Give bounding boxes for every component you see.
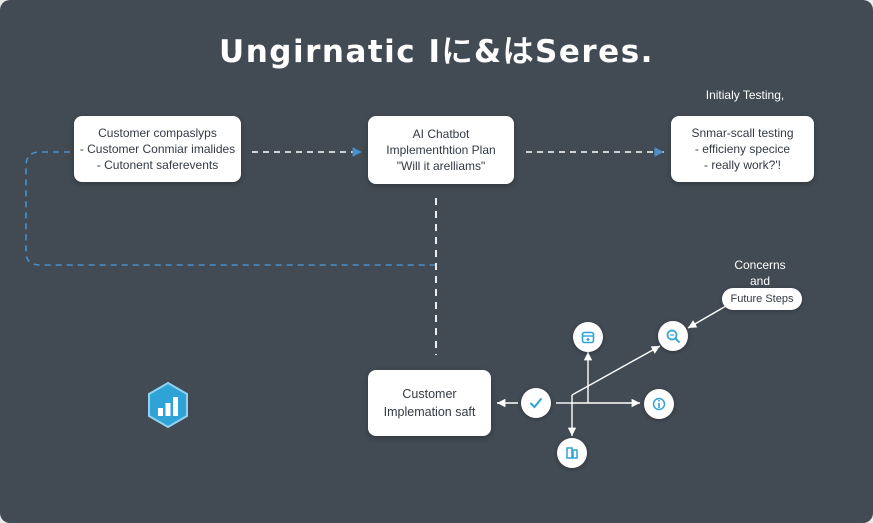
document-icon[interactable]: [557, 438, 587, 468]
right-box-line2: - efficieny specice: [694, 142, 791, 156]
bottom-box-line1: Customer: [402, 387, 457, 401]
initial-testing-label: Initialy Testing,: [705, 88, 785, 102]
concerns-line2: and: [749, 274, 771, 288]
concerns-label: Concerns and: [725, 257, 795, 289]
right-box-line1: Snmar-scall testing: [691, 126, 794, 140]
branch-to-magnifier: [571, 345, 661, 396]
center-box-line3: "Will it arelliams": [396, 159, 486, 173]
concerns-line1: Concerns: [734, 258, 786, 272]
customer-concerns-box[interactable]: Customer compaslyps - Customer Conmiar i…: [74, 116, 241, 182]
chatbot-plan-box[interactable]: AI Chatbot Implementhtion Plan "Will it …: [368, 116, 514, 184]
info-icon[interactable]: [644, 389, 674, 419]
calendar-icon[interactable]: [573, 322, 603, 352]
arrow-future-to-magnifier: [687, 305, 727, 329]
testing-box[interactable]: Snmar-scall testing - efficieny specice …: [671, 116, 814, 182]
hexagon-chart-icon: [146, 381, 190, 429]
left-box-line1: Customer compaslyps: [98, 126, 217, 140]
bottom-box-line2: Implemation saft: [383, 405, 476, 419]
customer-implementation-box[interactable]: Customer Implemation saft: [368, 370, 491, 436]
right-box-line3: - really work?'!: [704, 158, 781, 172]
checkmark-icon[interactable]: [521, 388, 551, 418]
loop-connector: [25, 151, 436, 266]
left-box-line3: - Cutonent saferevents: [96, 158, 219, 172]
future-steps-pill[interactable]: Future Steps: [722, 288, 802, 310]
center-box-line2: Implementhtion Plan: [386, 143, 496, 157]
center-box-line1: AI Chatbot: [412, 127, 470, 141]
left-box-line2: - Customer Conmiar imalides: [79, 142, 236, 156]
magnifier-icon[interactable]: [658, 321, 688, 351]
page-title: Ungirnatic Iに&はSeres.: [219, 34, 654, 70]
